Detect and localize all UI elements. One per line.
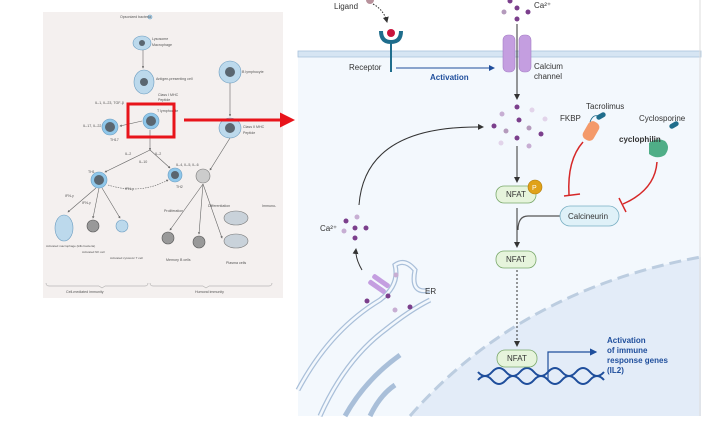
cytotoxic-t-cell-icon: [115, 219, 129, 233]
plasma-cell-icon: [223, 233, 249, 249]
bacteria-icon: [147, 14, 153, 20]
er-label: ER: [425, 287, 436, 296]
label-th1: TH1: [88, 170, 95, 174]
transcription-arrow: [547, 348, 598, 380]
label-macrophage: Macrophage: [152, 43, 172, 47]
label-apc: Antigen-presenting cell: [156, 77, 193, 81]
label-immunoglobulins: Immuno-: [262, 204, 277, 208]
label-lysosome: Lysosome: [152, 37, 168, 41]
nfat-phosphorylated: NFAT P: [495, 179, 543, 204]
fkbp-protein-icon: [582, 121, 600, 141]
fkbp-label: FKBP: [560, 114, 581, 123]
dna-icon: [477, 367, 605, 385]
receptor-icon: [379, 29, 403, 72]
highlight-box: [126, 102, 176, 139]
label-class2: Class II MHC: [243, 125, 265, 129]
nfat-label: NFAT: [506, 190, 526, 199]
nfat-active: NFAT: [495, 250, 537, 269]
label-t-lymphocyte: T lymphocyte: [157, 109, 178, 113]
immune-response-figure: Opsonized bacteria Lysosome Macrophage A…: [43, 12, 295, 298]
calcineurin-box: Calcineurin: [559, 205, 620, 227]
cell-membrane: [297, 50, 702, 58]
ca-top-label: Ca²⁺: [534, 1, 551, 10]
tacrolimus-pill-icon: [596, 112, 606, 120]
label-peptide1: Peptide: [158, 98, 170, 102]
activation-label: Activation: [430, 73, 469, 82]
nuclear-envelope: [408, 255, 702, 417]
channel-label-2: channel: [534, 72, 562, 81]
gene-label-3: response genes: [607, 356, 668, 365]
label-act-macrophage: Activated macrophage (kills bacteria): [46, 244, 95, 248]
calcium-channel-icon: [502, 34, 532, 73]
cyclophilin-label: cyclophilin: [619, 135, 661, 144]
gene-label-4: (IL2): [607, 366, 624, 375]
label-cell-mediated: Cell-mediated immunity: [66, 290, 104, 294]
label-il4: IL-4, IL-5, IL-6: [176, 163, 199, 167]
cyclosporine-pill-icon: [669, 121, 679, 129]
memory-b-cell-icon: [192, 235, 206, 249]
label-b-lymphocyte: B lymphocyte: [242, 70, 264, 74]
label-differentiation: Differentiation: [208, 204, 230, 208]
label-il1: IL-1, IL-23, TGF-β: [95, 101, 124, 105]
ca-left-label: Ca²⁺: [320, 224, 337, 233]
label-humoral: Humoral immunity: [195, 290, 224, 294]
label-il17: IL-17, IL-22: [83, 124, 101, 128]
ligand-icon: [366, 0, 374, 4]
label-class1: Class I MHC: [158, 93, 179, 97]
phosphate-label: P: [532, 185, 537, 192]
memory-b-cell-icon: [161, 231, 175, 245]
b-cell-icon: [195, 168, 211, 184]
phosphate-icon: [527, 179, 543, 195]
tacrolimus-label: Tacrolimus: [586, 102, 624, 111]
calcineurin-nfat-pathway: ER Ligand Receptor Activation Ca²⁺ Calci…: [295, 0, 702, 418]
nfat-dna-bound: NFAT: [496, 349, 538, 368]
calcineurin-label: Calcineurin: [568, 212, 608, 221]
gene-label-1: Activation: [607, 336, 646, 345]
label-ifn3: IFN-γ: [125, 187, 134, 191]
label-il10: IL-10: [139, 160, 147, 164]
gene-label-2: of immune: [607, 346, 648, 355]
nfat-label: NFAT: [506, 255, 526, 264]
activated-macrophage-icon: [54, 214, 74, 242]
receptor-label: Receptor: [349, 63, 382, 72]
label-ifn2: IFN-γ: [82, 201, 91, 205]
label-th17: TH17: [110, 138, 119, 142]
channel-label-1: Calcium: [534, 62, 563, 71]
label-act-ctl: Activated cytotoxic T cell: [110, 256, 143, 260]
nfat-label: NFAT: [507, 354, 527, 363]
calcium-ions: [341, 0, 548, 313]
label-il2a: IL-2: [125, 152, 131, 156]
label-peptide2: Peptide: [243, 131, 255, 135]
label-il2b: IL-2: [155, 152, 161, 156]
ligand-label: Ligand: [334, 2, 358, 11]
cyclophilin-protein-icon: [649, 139, 668, 158]
label-th2: TH2: [176, 185, 183, 189]
inhibition-lines: [563, 141, 658, 213]
label-memory-b: Memory B cells: [166, 258, 191, 262]
cyclosporine-label: Cyclosporine: [639, 114, 686, 123]
label-act-nk: Activated NK cell: [82, 250, 105, 254]
label-plasma: Plasma cells: [226, 261, 246, 265]
label-ifn1: IFN-γ: [65, 194, 74, 198]
plasma-cell-icon: [223, 210, 249, 226]
label-proliferation: Proliferation: [164, 209, 183, 213]
nk-cell-icon: [86, 219, 100, 233]
figure-background: [43, 12, 283, 298]
er-calcium-channel: [368, 274, 390, 294]
label-bacteria: Opsonized bacteria: [120, 15, 151, 19]
